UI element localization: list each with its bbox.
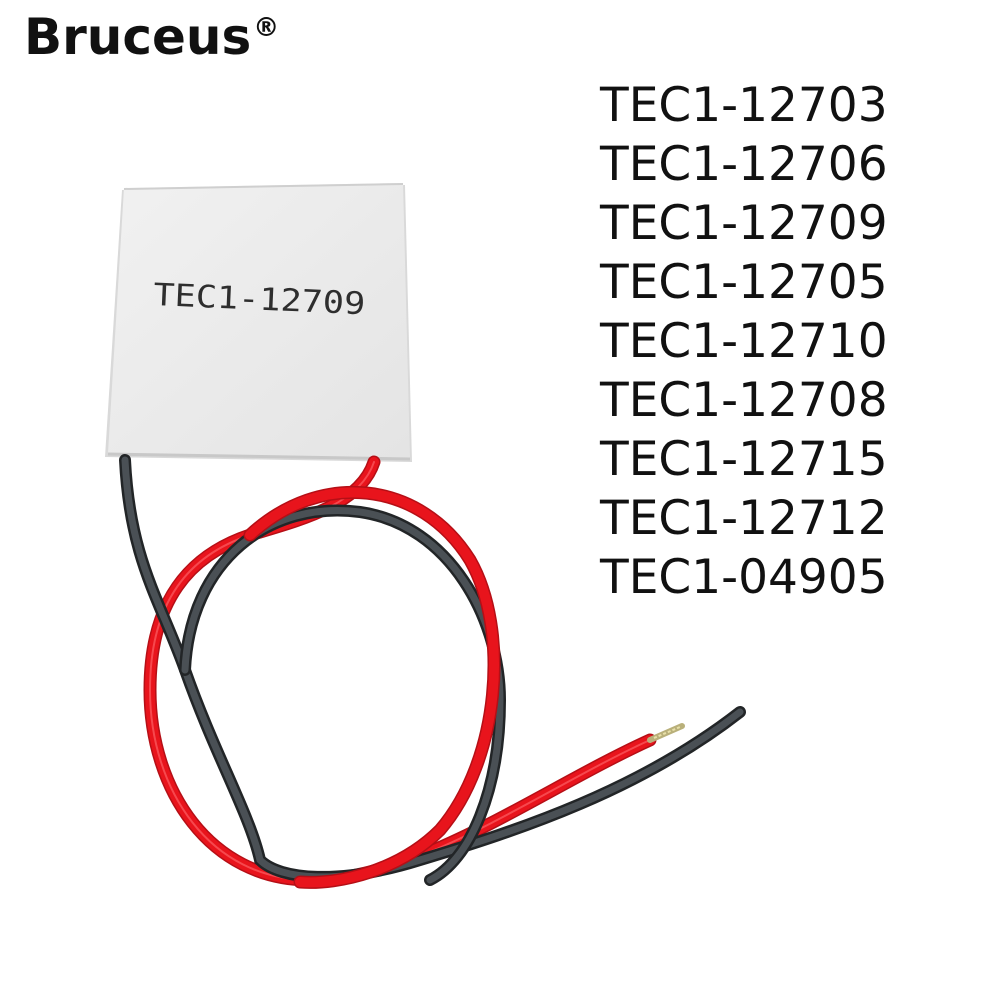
model-item: TEC1-12706 xyxy=(600,137,888,192)
model-item: TEC1-12703 xyxy=(600,78,888,133)
model-item: TEC1-12705 xyxy=(600,255,888,310)
registered-mark: ® xyxy=(253,13,280,43)
red-wire xyxy=(143,455,685,887)
brand-name: Bruceus xyxy=(24,8,252,66)
model-item: TEC1-12715 xyxy=(600,432,888,487)
model-item: TEC1-04905 xyxy=(600,550,888,605)
ceramic-plate: TEC1-12709 xyxy=(105,183,412,462)
black-wire xyxy=(119,454,746,886)
model-item: TEC1-12712 xyxy=(600,491,888,546)
model-list: TEC1-12703 TEC1-12706 TEC1-12709 TEC1-12… xyxy=(600,76,888,607)
brand-logo: Bruceus® xyxy=(24,12,279,62)
model-item: TEC1-12710 xyxy=(600,314,888,369)
red-wire-inner-loop xyxy=(243,485,501,889)
model-item: TEC1-12708 xyxy=(600,373,888,428)
model-item: TEC1-12709 xyxy=(600,196,888,251)
